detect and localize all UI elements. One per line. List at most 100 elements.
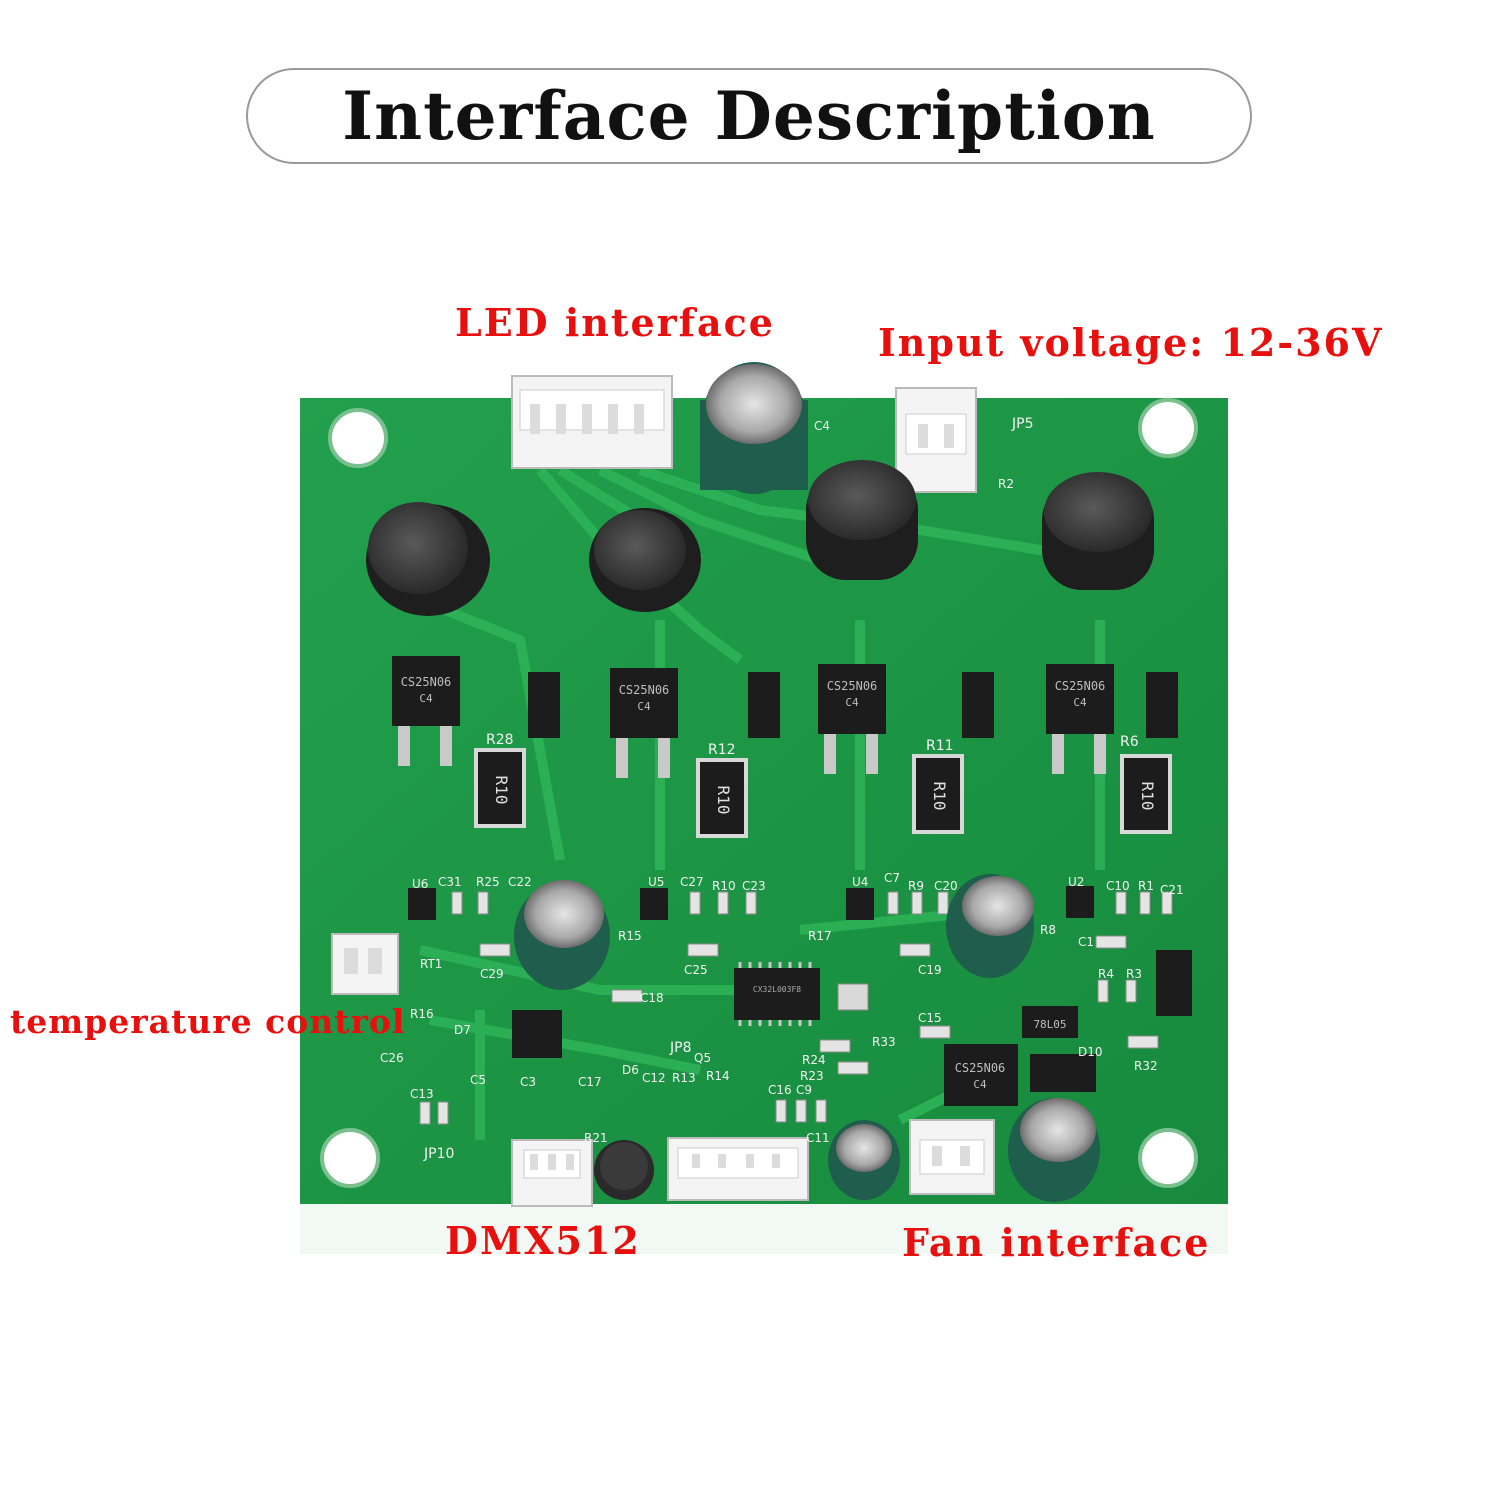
svg-text:CS25N06: CS25N06 <box>955 1061 1006 1075</box>
led-interface-label: LED interface <box>455 300 775 345</box>
silkscreen-label: R17 <box>808 929 832 943</box>
silkscreen-label: R25 <box>476 875 500 889</box>
svg-text:R10: R10 <box>492 776 511 805</box>
inductor <box>589 508 701 612</box>
silkscreen-label: R21 <box>584 1131 608 1145</box>
silkscreen-label: R32 <box>1134 1059 1158 1073</box>
silkscreen-label: Q5 <box>694 1051 711 1065</box>
mosfet: CS25N06 C4 <box>1046 664 1114 774</box>
diode <box>962 672 994 738</box>
resistor: R10 <box>1120 754 1172 834</box>
silkscreen-label: R28 <box>486 732 514 748</box>
svg-text:C4: C4 <box>973 1078 987 1091</box>
diode <box>748 672 780 738</box>
diodes <box>528 672 1178 738</box>
input-voltage-label: Input voltage: 12-36V <box>878 320 1384 365</box>
electrolytic-capacitor <box>828 1120 900 1200</box>
inductor <box>1042 472 1154 590</box>
mounting-hole <box>1138 398 1198 458</box>
diode <box>528 672 560 738</box>
silkscreen-label: C26 <box>380 1051 404 1065</box>
silkscreen-label: R14 <box>706 1069 730 1083</box>
svg-text:R10: R10 <box>930 782 949 811</box>
silkscreen-label: C23 <box>742 879 766 893</box>
svg-text:R10: R10 <box>1138 782 1157 811</box>
svg-text:CS25N06: CS25N06 <box>827 679 878 693</box>
silkscreen-label: U6 <box>412 877 428 891</box>
silkscreen-label: C21 <box>1160 883 1184 897</box>
electrolytic-capacitor <box>514 880 610 990</box>
silkscreen-label: R11 <box>926 738 954 754</box>
inductor <box>806 460 918 580</box>
silkscreen-label: R3 <box>1126 967 1142 981</box>
silkscreen-label: U2 <box>1068 875 1084 889</box>
silkscreen-label: C29 <box>480 967 504 981</box>
dmx-output-connector <box>667 1137 809 1201</box>
led-connector <box>511 375 673 469</box>
electrolytic-capacitor <box>946 874 1034 978</box>
silkscreen-label: C12 <box>642 1071 666 1085</box>
silkscreen-label: R4 <box>1098 967 1114 981</box>
silkscreen-label: C25 <box>684 963 708 977</box>
temperature-connector <box>331 933 399 995</box>
resistor: R10 <box>912 754 964 834</box>
silkscreen-label: JP8 <box>669 1040 691 1056</box>
electrolytic-capacitor <box>1008 1098 1100 1202</box>
mosfet: CS25N06 C4 <box>944 1044 1018 1106</box>
silkscreen-label: R33 <box>872 1035 896 1049</box>
title-banner: Interface Description <box>246 68 1252 164</box>
power-input-connector <box>895 387 977 493</box>
silkscreen-label: C3 <box>520 1075 536 1089</box>
resistor: R10 <box>696 758 748 838</box>
diode <box>1030 1054 1096 1092</box>
silkscreen-label: R24 <box>802 1053 826 1067</box>
fan-connector <box>909 1119 995 1195</box>
svg-text:C4: C4 <box>419 692 433 705</box>
mosfet: CS25N06 C4 <box>392 656 460 766</box>
silkscreen-label: C31 <box>438 875 462 889</box>
silkscreen-label: C7 <box>884 871 900 885</box>
inductors <box>366 460 1154 616</box>
silkscreen-label: R15 <box>618 929 642 943</box>
silkscreen-label: D7 <box>454 1023 471 1037</box>
resistor: R10 <box>474 748 526 828</box>
svg-text:CS25N06: CS25N06 <box>401 675 452 689</box>
silkscreen-label: R6 <box>1120 734 1139 750</box>
silkscreen-label: R1 <box>1138 879 1154 893</box>
mosfet: CS25N06 C4 <box>610 668 678 778</box>
voltage-regulator: 78L05 <box>1022 1006 1078 1038</box>
silkscreen-label: U5 <box>648 875 664 889</box>
silkscreen-label: C4 <box>814 419 830 433</box>
silkscreen-label: R12 <box>708 742 736 758</box>
mounting-hole <box>1138 1128 1198 1188</box>
silkscreen-label: RT1 <box>420 957 442 971</box>
diode <box>1146 672 1178 738</box>
silkscreen-label: JP10 <box>423 1146 454 1162</box>
silkscreen-label: C13 <box>410 1087 434 1101</box>
page-title: Interface Description <box>342 77 1156 155</box>
mounting-hole <box>328 408 388 468</box>
shunt-resistors: R10 R10 R10 R10 <box>474 748 1172 838</box>
mosfets: CS25N06 C4 CS25N06 C4 CS25N06 C4 CS25N06… <box>392 656 1114 778</box>
svg-text:C4: C4 <box>845 696 859 709</box>
svg-text:C4: C4 <box>1073 696 1087 709</box>
silkscreen-label: C22 <box>508 875 532 889</box>
microcontroller: CX32L003F8 <box>734 962 869 1026</box>
svg-text:CS25N06: CS25N06 <box>619 683 670 697</box>
silkscreen-label: R23 <box>800 1069 824 1083</box>
mosfet: CS25N06 C4 <box>818 664 886 774</box>
silkscreen-label: R13 <box>672 1071 696 1085</box>
silkscreen-label: C19 <box>918 963 942 977</box>
silkscreen-labels: R28 R12 R11 R6 JP5 JP10 JP8 <box>423 416 1139 1162</box>
silkscreen-label: JP5 <box>1011 416 1033 432</box>
electrolytic-capacitor <box>700 362 808 494</box>
svg-text:CX32L003F8: CX32L003F8 <box>753 985 801 994</box>
silkscreen-label: D6 <box>622 1063 639 1077</box>
silkscreen-label: D10 <box>1078 1045 1103 1059</box>
silkscreen-label: R8 <box>1040 923 1056 937</box>
silkscreen-label: C11 <box>806 1131 830 1145</box>
fan-interface-label: Fan interface <box>902 1220 1211 1265</box>
silkscreen-label: C5 <box>470 1073 486 1087</box>
inductor <box>366 502 490 616</box>
